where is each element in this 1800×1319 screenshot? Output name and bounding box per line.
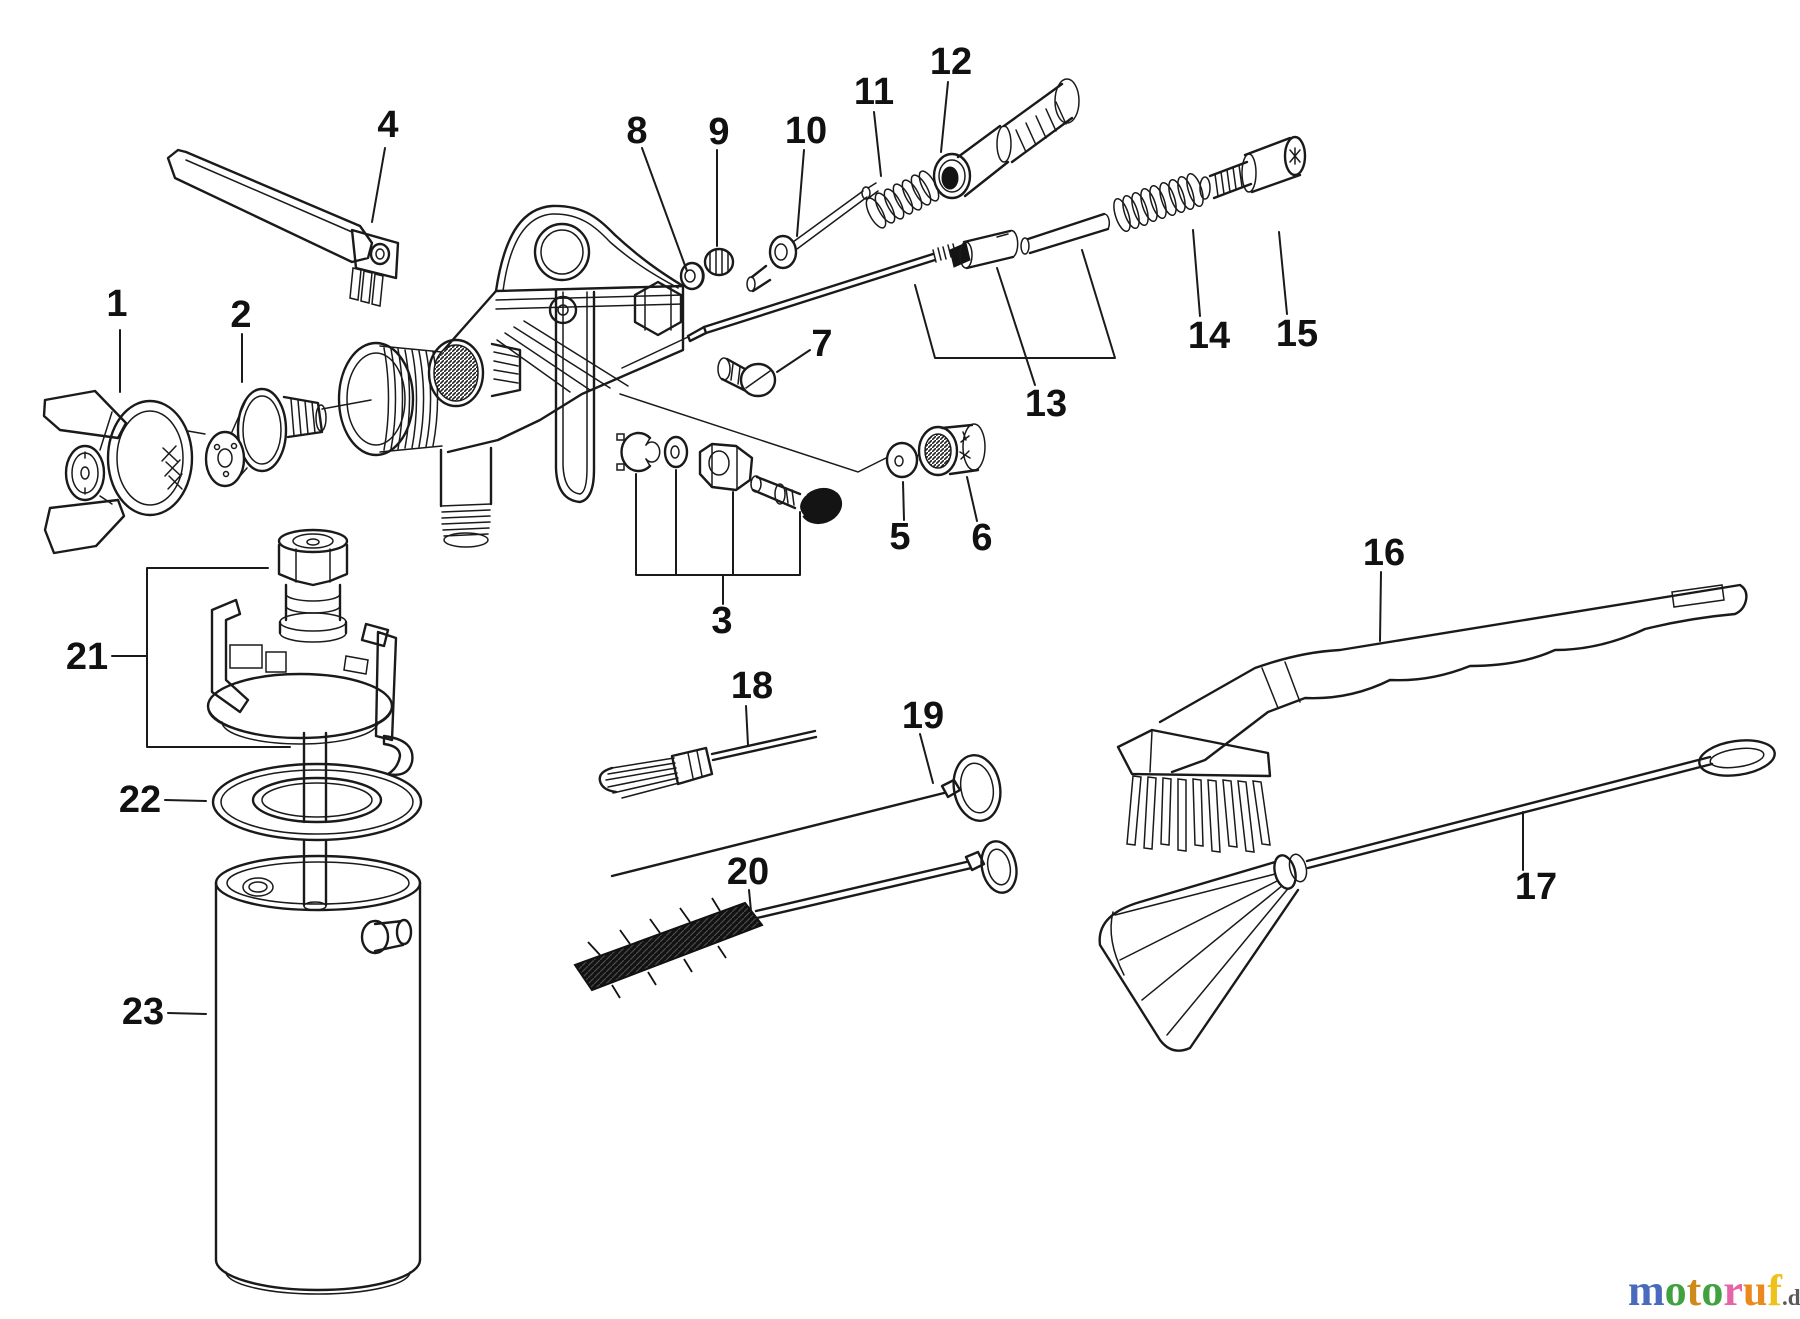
label-part-3: 3 [711,600,732,642]
part-cup [214,854,422,1295]
label-part-2: 2 [230,294,251,336]
label-part-4: 4 [377,104,398,146]
part-screw-7 [717,357,777,398]
part-small-brush [598,729,818,799]
logo-letter: r [1723,1266,1743,1315]
label-part-23: 23 [122,991,164,1033]
logo-suffix: .de [1782,1285,1800,1310]
label-part-10: 10 [785,110,827,152]
small-brush-bristles [605,757,680,799]
label-part-7: 7 [811,323,832,365]
logo-letter: m [1628,1266,1665,1315]
part-packing-set [616,431,843,525]
label-part-20: 20 [727,851,769,893]
part-wire-brush [1116,583,1748,853]
part-number-labels: 1 2 3 4 5 6 7 8 9 10 11 12 13 14 15 16 1… [66,41,1557,1033]
logo-letter: f [1767,1266,1783,1315]
label-part-1: 1 [106,283,127,325]
part-air-valve [932,78,1080,200]
label-part-5: 5 [889,516,910,558]
label-part-16: 16 [1363,532,1405,574]
motoruf-logo: motoruf.de [1628,1266,1800,1315]
part-air-cap [42,389,194,555]
part-washer-5 [885,441,919,479]
label-part-17: 17 [1515,866,1557,908]
part-cup-gasket [211,762,423,842]
label-part-12: 12 [930,41,972,83]
label-part-8: 8 [626,110,647,152]
part-valve-screw-cap [1199,135,1307,200]
axis-line-1-2 [187,430,206,435]
part-cup-lid-assembly [206,528,414,911]
part-valve-stem [746,182,879,293]
label-part-18: 18 [731,665,773,707]
brush-bristles [1126,775,1271,853]
logo-letter: o [1665,1266,1687,1315]
part-retaining-nut [917,423,986,477]
axis-line-body-5 [619,393,887,473]
part-spring-14 [1113,172,1204,233]
socket-mark [1289,147,1301,165]
spray-hatch [161,445,183,490]
logo-letter: t [1687,1266,1702,1315]
leader-lines [111,81,1524,1015]
logo-letter: u [1743,1266,1767,1315]
gun-body [337,204,685,548]
part-knurled-nut-9 [703,247,735,277]
label-part-14: 14 [1188,315,1230,357]
label-part-11: 11 [854,71,894,113]
part-spring-11 [865,170,940,229]
label-part-6: 6 [971,517,992,559]
part-needle-pick [610,754,1002,878]
label-part-21: 21 [66,636,108,678]
part-fluid-nozzle [204,387,327,488]
part-bottle-brush [573,840,1018,999]
bottle-brush-spikes [587,897,727,999]
part-cleaning-rod [1098,739,1776,1052]
label-part-13: 13 [1025,383,1067,425]
logo-letter: o [1701,1266,1723,1315]
label-part-19: 19 [902,695,944,737]
label-part-15: 15 [1276,313,1318,355]
label-part-9: 9 [708,111,729,153]
part-trigger [166,148,400,307]
label-part-22: 22 [119,779,161,821]
part-needle-assembly [621,212,1111,369]
